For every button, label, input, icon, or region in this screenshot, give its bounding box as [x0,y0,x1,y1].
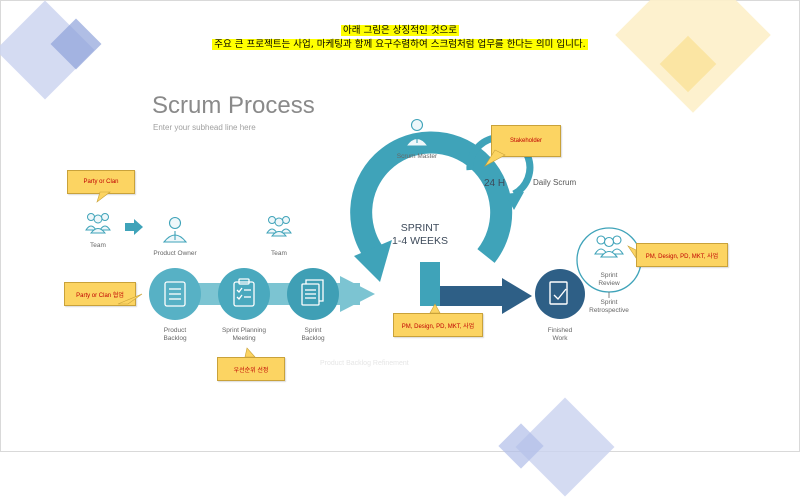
documents-icon [301,279,324,306]
team-left-label: Team [90,242,106,249]
sprint-line2: 1-4 WEEKS [391,235,449,247]
note-pm-design-left: PM, Design, PD, MKT, 사업 [393,313,483,337]
top-note-line1: 아래 그림은 상징적인 것으로 [341,25,459,36]
product-backlog-label: Product Backlog [163,327,187,342]
sprint-planning-label: Sprint Planning Meeting [221,327,267,342]
note-pm-design-right: PM, Design, PD, MKT, 사업 [636,243,728,267]
sprint-line1: SPRINT [400,222,440,234]
person-icon-scrum-master [404,118,430,147]
sprint-planning-circle [218,268,270,320]
sprint-title: SPRINT 1-4 WEEKS [380,222,460,248]
callout-tails [96,149,637,358]
sprint-cycle-arrow-head [354,240,392,282]
small-arrow-body [125,223,135,231]
hours-label: 24 H [484,178,506,189]
page-subhead: Enter your subhead line here [153,123,256,132]
sprint-retrospective-label: Sprint Retrospective [589,299,629,314]
signed-document-icon [549,281,568,305]
note-priority: 우선순위 선정 [217,357,285,381]
finished-work-circle [535,269,585,319]
faint-caption: Product Backlog Refinement [320,360,409,367]
scrum-diagram [85,118,642,320]
top-note-line2: 주요 큰 프로젝트는 사업, 마케팅과 함께 요구수렴하여 스크럼처럼 업무를 … [212,39,588,50]
small-arrow-head [134,219,143,235]
team-icon-mid [266,216,292,237]
daily-scrum-arrow-head [505,192,524,210]
flow-arrow-head [340,276,375,312]
finished-work-label: Finished Work [547,327,573,342]
product-owner-label: Product Owner [153,250,197,257]
page-title: Scrum Process [152,92,315,119]
exit-arrow-body [420,286,505,306]
exit-arrow-stem [420,262,440,306]
daily-scrum-label: Daily Scrum [533,178,577,187]
scrum-master-label: Scrum Master [396,153,438,160]
top-note: 아래 그림은 상징적인 것으로 주요 큰 프로젝트는 사업, 마케팅과 함께 요… [0,24,800,52]
team-icon-review [594,235,624,258]
note-stakeholder: Stakeholder [491,125,561,157]
person-icon-product-owner [162,216,188,243]
clipboard-list-icon [164,281,186,307]
checklist-icon [233,278,255,307]
team-icon-left [85,213,111,234]
note-party-clan-top: Party or Clan [67,170,135,194]
sprint-backlog-label: Sprint Backlog [301,327,325,342]
exit-arrow-head [502,278,532,314]
team-mid-label: Team [271,250,287,257]
sprint-cycle-arrow [350,131,513,266]
sprint-review-label: Sprint Review [598,272,620,287]
